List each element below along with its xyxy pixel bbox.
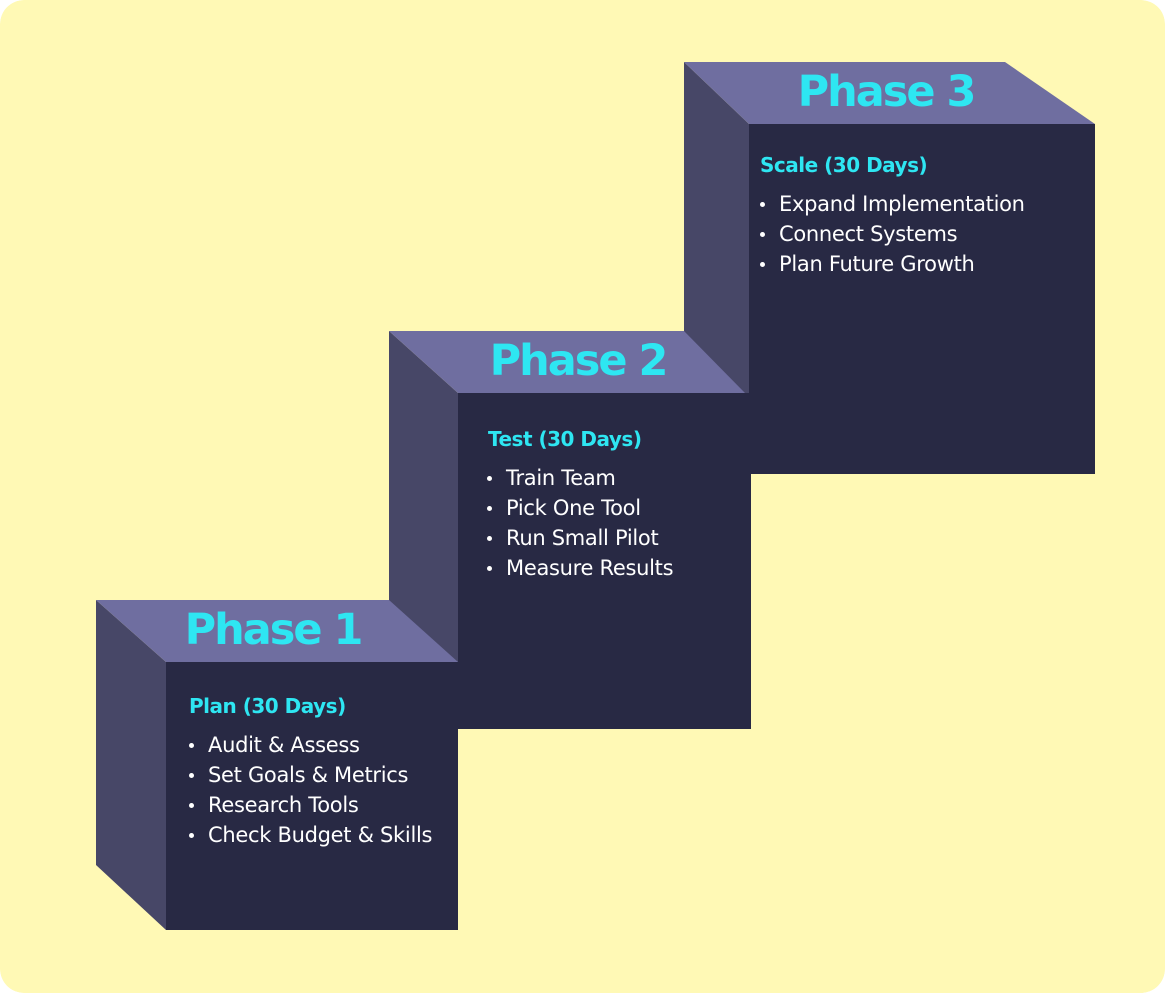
phase-2-item: Measure Results <box>485 553 674 583</box>
phase-3-subtitle: Scale (30 Days) <box>760 153 928 177</box>
phase-1-title: Phase 1 <box>184 605 364 655</box>
phase-3-item: Plan Future Growth <box>758 249 1025 279</box>
phase-3-item: Connect Systems <box>758 219 1025 249</box>
phase-1-item: Audit & Assess <box>187 730 432 760</box>
phase-3-title: Phase 3 <box>797 67 977 117</box>
phase-2-top-face <box>389 331 745 393</box>
phase-3-item: Expand Implementation <box>758 189 1025 219</box>
phase-1-side-face <box>96 600 166 930</box>
phase-2-front-face <box>458 393 751 729</box>
phase-2-title: Phase 2 <box>489 336 669 386</box>
phase-2-item: Run Small Pilot <box>485 523 673 553</box>
phase-1-list: Audit & Assess Set Goals & Metrics Resea… <box>187 730 432 850</box>
phase-3-top-face <box>684 62 1095 124</box>
phase-2-subtitle: Test (30 Days) <box>488 427 642 451</box>
phase-2-item: Pick One Tool <box>485 493 673 523</box>
phase-3-front-face <box>749 124 1095 474</box>
phase-1-top-face <box>96 600 458 662</box>
phase-1-item: Set Goals & Metrics <box>187 760 432 790</box>
phase-3-list: Expand Implementation Connect Systems Pl… <box>758 189 1025 279</box>
phase-1-item: Check Budget & Skills <box>187 820 432 850</box>
phase-2-list: Train Team Pick One Tool Run Small Pilot… <box>485 463 674 583</box>
phase-1-item: Research Tools <box>187 790 432 820</box>
phase-1-subtitle: Plan (30 Days) <box>189 694 346 718</box>
phase-1-front-face <box>166 662 458 930</box>
phase-2-item: Train Team <box>485 463 673 493</box>
